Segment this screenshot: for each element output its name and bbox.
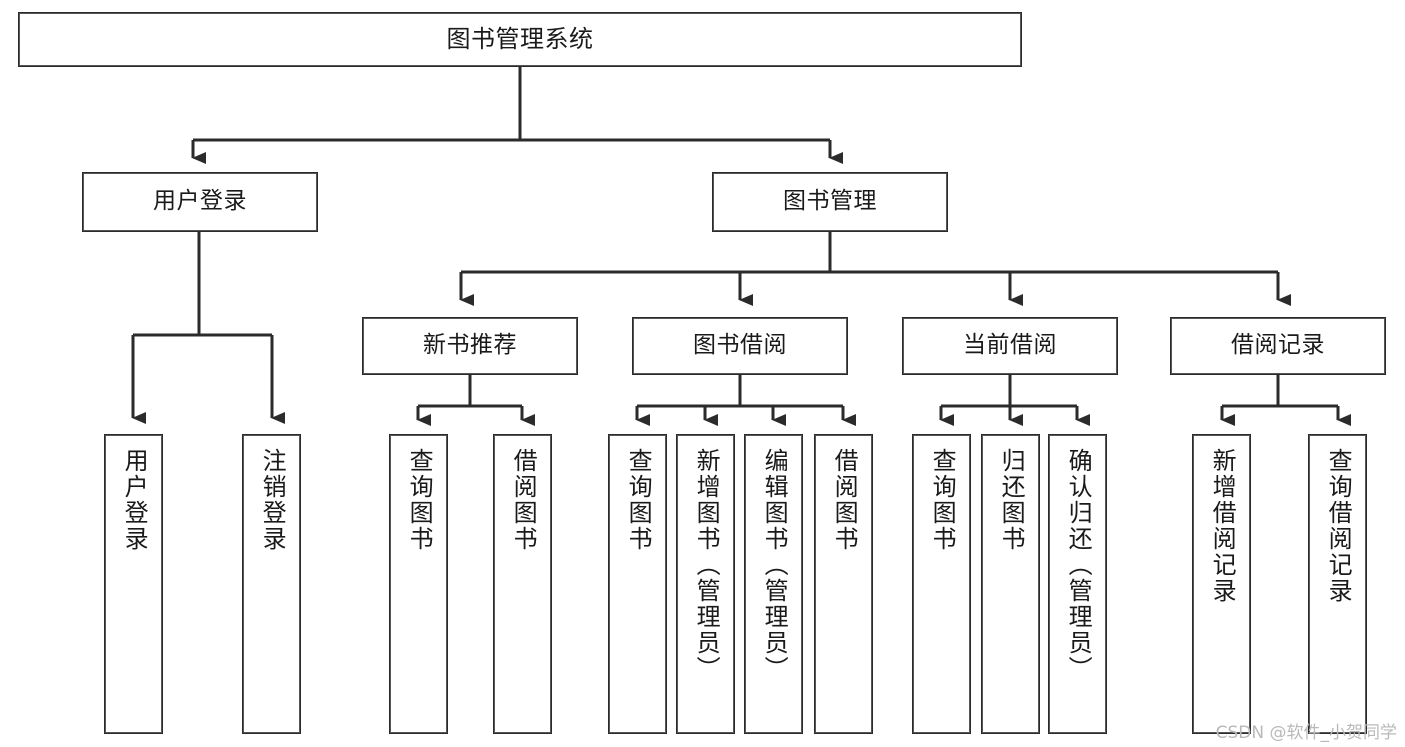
node-leaf-borrow-book-1[interactable]: 借阅图书	[493, 434, 552, 734]
node-root-book-management-system[interactable]: 图书管理系统	[18, 12, 1022, 67]
node-leaf-query-book-1[interactable]: 查询图书	[389, 434, 448, 734]
node-label: 图书管理系统	[446, 25, 594, 54]
node-user-login[interactable]: 用户登录	[82, 172, 318, 232]
node-leaf-borrow-book-2[interactable]: 借阅图书	[814, 434, 873, 734]
node-label: 图书管理	[783, 188, 877, 215]
node-label: 新增图书（管理员）	[692, 448, 721, 682]
node-borrow-record[interactable]: 借阅记录	[1170, 317, 1386, 375]
node-label: 用户登录	[153, 188, 247, 215]
node-leaf-confirm-return[interactable]: 确认归还（管理员）	[1048, 434, 1107, 734]
node-new-book-recommend[interactable]: 新书推荐	[362, 317, 578, 375]
node-label: 新增借阅记录	[1208, 448, 1237, 604]
node-label: 确认归还（管理员）	[1064, 448, 1093, 682]
node-current-borrow[interactable]: 当前借阅	[902, 317, 1118, 375]
node-label: 编辑图书（管理员）	[760, 448, 789, 682]
node-label: 借阅图书	[509, 448, 538, 552]
node-label: 当前借阅	[963, 332, 1057, 359]
node-book-management[interactable]: 图书管理	[712, 172, 948, 232]
csdn-watermark: CSDN @软件_小贺同学	[1215, 723, 1397, 743]
node-leaf-add-borrow-record[interactable]: 新增借阅记录	[1192, 434, 1251, 734]
node-leaf-query-book-2[interactable]: 查询图书	[608, 434, 667, 734]
node-label: 借阅图书	[830, 448, 859, 552]
node-leaf-query-borrow-record[interactable]: 查询借阅记录	[1308, 434, 1367, 734]
node-label: 用户登录	[120, 448, 149, 552]
node-label: 查询借阅记录	[1324, 448, 1353, 604]
node-label: 查询图书	[405, 448, 434, 552]
node-label: 查询图书	[928, 448, 957, 552]
node-leaf-query-book-3[interactable]: 查询图书	[912, 434, 971, 734]
node-label: 查询图书	[624, 448, 653, 552]
node-label: 新书推荐	[423, 332, 517, 359]
node-leaf-edit-book[interactable]: 编辑图书（管理员）	[744, 434, 803, 734]
node-label: 归还图书	[997, 448, 1026, 552]
node-label: 图书借阅	[693, 332, 787, 359]
node-leaf-user-login[interactable]: 用户登录	[104, 434, 163, 734]
node-leaf-logout-login[interactable]: 注销登录	[242, 434, 301, 734]
node-label: 注销登录	[258, 448, 287, 552]
node-label: 借阅记录	[1231, 332, 1325, 359]
node-leaf-return-book[interactable]: 归还图书	[981, 434, 1040, 734]
node-leaf-add-book[interactable]: 新增图书（管理员）	[676, 434, 735, 734]
node-book-borrow[interactable]: 图书借阅	[632, 317, 848, 375]
